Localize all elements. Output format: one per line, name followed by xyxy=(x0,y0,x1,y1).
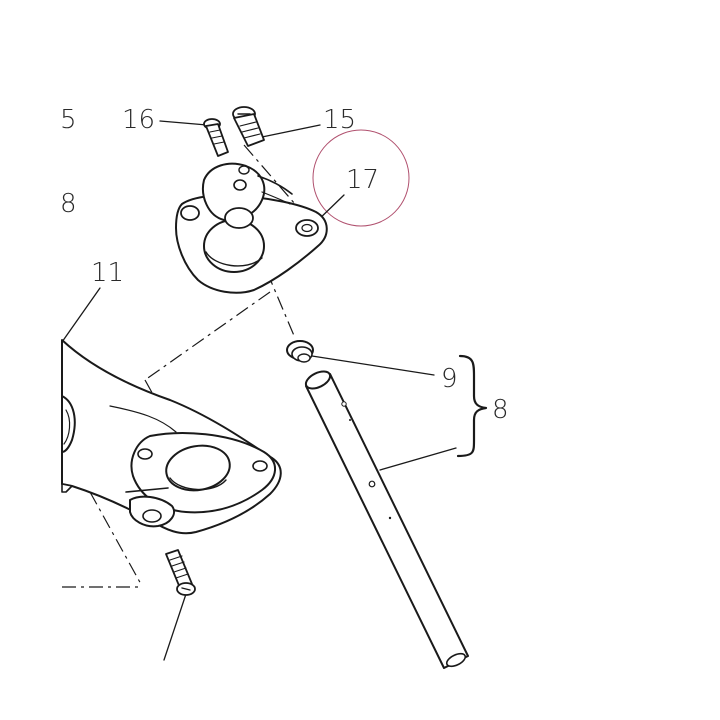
highlight-circle xyxy=(312,129,410,227)
label-9: 9 xyxy=(441,364,458,394)
lower-screw xyxy=(165,549,196,596)
label-8-right: 8 xyxy=(492,395,509,425)
group-brace xyxy=(456,354,488,458)
label-5: 5 xyxy=(60,105,77,135)
screw-16 xyxy=(203,118,229,157)
upper-flange-bracket xyxy=(175,162,328,294)
lower-bracket-11 xyxy=(61,339,282,535)
seal-9 xyxy=(286,340,314,363)
label-11: 11 xyxy=(91,258,124,288)
label-15: 15 xyxy=(323,105,356,135)
label-16: 16 xyxy=(122,105,155,135)
label-17: 17 xyxy=(346,165,379,195)
label-8-left: 8 xyxy=(60,189,77,219)
leader-lines xyxy=(61,120,457,661)
tube-8 xyxy=(304,370,469,669)
screw-15 xyxy=(232,106,265,147)
